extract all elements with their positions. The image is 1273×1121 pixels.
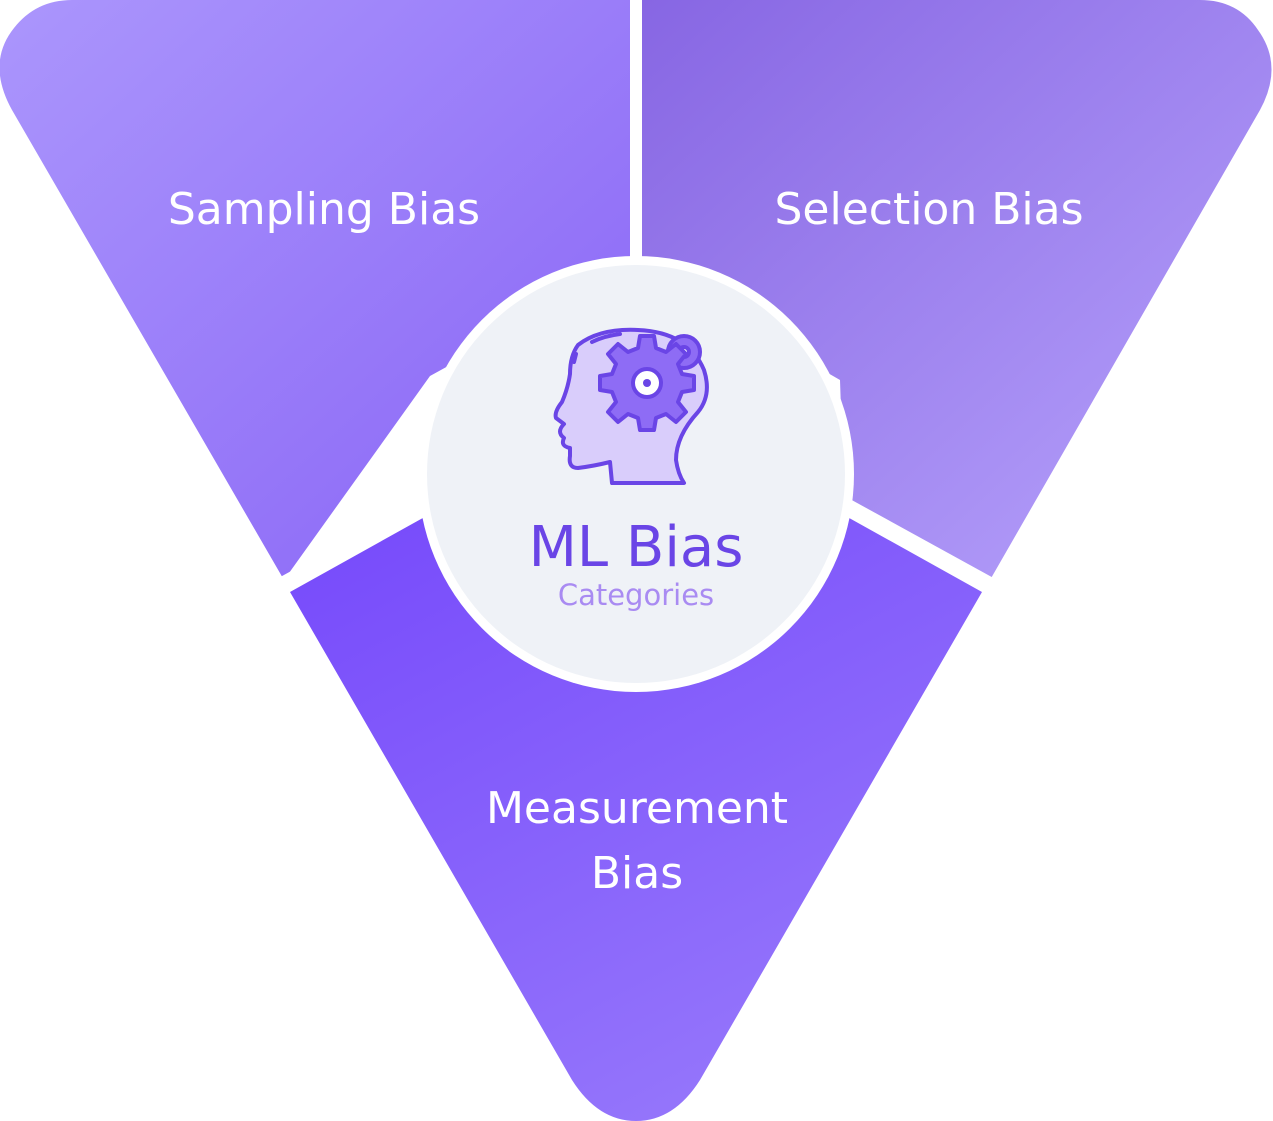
label-measurement-line1: Measurement	[486, 783, 788, 834]
separator-left	[277, 490, 443, 590]
label-sampling-bias: Sampling Bias	[168, 184, 480, 235]
segment-measurement	[290, 514, 982, 1121]
segment-selection	[642, 0, 1272, 580]
head-gears-icon	[553, 327, 709, 485]
center-title: ML Bias	[529, 515, 744, 580]
center-subtitle: Categories	[558, 578, 714, 612]
label-selection-bias: Selection Bias	[774, 184, 1083, 235]
separator-right	[829, 490, 995, 590]
segment-sampling	[0, 0, 630, 580]
label-measurement-line2: Bias	[591, 848, 683, 899]
